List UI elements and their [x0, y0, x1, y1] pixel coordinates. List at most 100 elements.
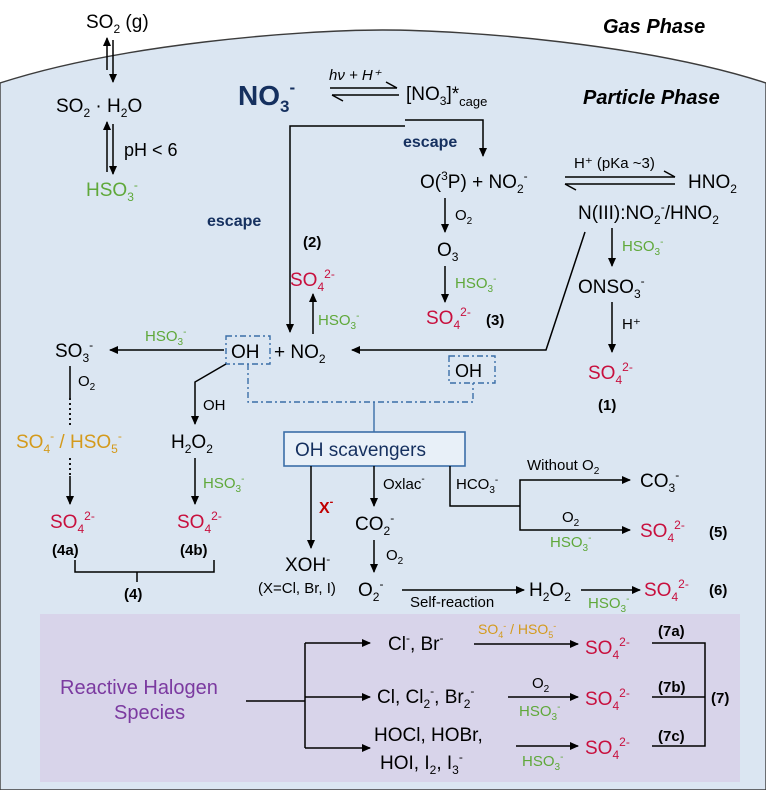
- pathway-7c: (7c): [658, 728, 685, 745]
- halogen-title-line1: Reactive Halogen: [60, 677, 218, 699]
- ozone: O3: [437, 240, 459, 264]
- halogen-title-line2: Species: [114, 702, 185, 724]
- halogen-row3-hso3-label: HSO3-: [522, 752, 563, 773]
- gas-phase-title: Gas Phase: [603, 16, 705, 38]
- escape-left-path: [286, 125, 405, 333]
- hco3-to-co3-path: [519, 476, 631, 506]
- h2o2-6-hso3-label: HSO3-: [588, 594, 629, 615]
- oh-main: OH: [231, 342, 260, 363]
- oh-oh-label: OH: [203, 397, 226, 414]
- pathway-4a: (4a): [52, 542, 79, 559]
- sulfate-6: SO42-: [644, 577, 689, 604]
- onso3: ONSO3-: [578, 274, 645, 301]
- so4rad-hso5: SO4- / HSO5-: [16, 429, 122, 456]
- bracket-7: [652, 642, 706, 747]
- o3p-o2-label: O2: [455, 207, 473, 227]
- pathway-6: (6): [709, 582, 727, 599]
- nitrate-cage: [NO3]*cage: [406, 84, 487, 109]
- oh-scavengers-label: OH scavengers: [295, 440, 426, 461]
- sulfate-7b: SO42-: [585, 686, 630, 713]
- halogen-row2-hso3-label: HSO3-: [519, 702, 560, 723]
- without-o2-label: Without O2: [527, 457, 600, 477]
- pathway-7: (7): [711, 690, 729, 707]
- halogen-row1-oxidant: SO4- / HSO5-: [478, 621, 556, 640]
- nitrate-label: NO3-: [238, 78, 295, 116]
- h2o2-4b: H2O2: [171, 432, 213, 456]
- sulfate-4b: SO42-: [177, 509, 222, 536]
- n3-to-oh-path: [351, 231, 586, 354]
- sulfate-5: SO42-: [640, 518, 685, 545]
- scav-to-hco3-path: [449, 466, 520, 507]
- pathway-4b: (4b): [180, 542, 208, 559]
- hco3-label: HCO3-: [456, 475, 498, 496]
- escape-left-label: escape: [207, 213, 261, 230]
- so2-hydrate: SO2 · H2O: [56, 96, 142, 120]
- oh-box-secondary: [448, 355, 496, 384]
- o3p-nitrite: O(3P) + NO2-: [420, 169, 528, 196]
- carbonate-radical: CO3-: [640, 468, 679, 495]
- n3-species: N(III):NO2-/HNO2: [578, 200, 719, 227]
- halogen-row3-line2: HOI, I2, I3-: [380, 750, 463, 777]
- oh-scavenger-connector: [247, 364, 474, 403]
- hco3-to-so4-path: [519, 506, 631, 534]
- o3-hso3-label: HSO3-: [455, 274, 496, 295]
- pka-label: H⁺ (pKa ~3): [574, 155, 655, 172]
- sulfate-2: SO42-: [290, 267, 335, 294]
- self-reaction-label: Self-reaction: [410, 594, 494, 611]
- sulfite-radical: SO3-: [55, 338, 93, 365]
- oh-hso3-label-4: HSO3-: [145, 327, 186, 348]
- xoh: XOH-: [285, 552, 330, 576]
- halogen-row3-line1: HOCl, HOBr,: [374, 725, 483, 746]
- pathway-7a: (7a): [658, 623, 685, 640]
- xoh-note: (X=Cl, Br, I): [258, 580, 336, 597]
- x-minus-label: X-: [319, 496, 334, 517]
- pathway-7b: (7b): [658, 679, 686, 696]
- sulfate-3: SO42-: [426, 305, 471, 332]
- halogen-row2-o2-label: O2: [532, 675, 550, 695]
- co2-o2-label: O2: [386, 547, 404, 567]
- pathway-2: (2): [303, 234, 321, 251]
- photolysis-condition: hν + H⁺: [329, 67, 382, 84]
- so3-o2-label: O2: [78, 373, 96, 393]
- halogen-panel: [40, 614, 740, 782]
- hco3-o2-label: O2: [562, 509, 580, 529]
- halogen-row2-species: Cl, Cl2-, Br2-: [377, 684, 474, 711]
- pathway-5: (5): [709, 524, 727, 541]
- oh-secondary: OH: [455, 361, 482, 381]
- ph-condition: pH < 6: [124, 140, 178, 160]
- pka-reverse-head: [564, 183, 577, 191]
- particle-phase-title: Particle Phase: [583, 87, 720, 109]
- n3-hso3-label: HSO3-: [622, 237, 663, 258]
- sulfate-4a: SO42-: [50, 509, 95, 536]
- bisulfite: HSO3-: [86, 178, 138, 204]
- co2-radical: CO2-: [355, 511, 394, 538]
- particle-phase-region: [0, 29, 766, 790]
- oh-to-h2o2-path: [191, 363, 227, 425]
- bracket-4: [74, 560, 215, 573]
- sulfate-7c: SO42-: [585, 735, 630, 762]
- h2o2-hso3-label: HSO3-: [203, 474, 244, 495]
- onso3-hplus-label: H⁺: [622, 316, 641, 333]
- escape-right-path: [405, 119, 487, 157]
- photolysis-reverse-head: [331, 94, 344, 102]
- escape-right-label: escape: [403, 134, 457, 151]
- oxlac-label: Oxlac-: [383, 474, 425, 493]
- h2o2-6: H2O2: [529, 580, 571, 604]
- halogen-row1-species: Cl-, Br-: [388, 631, 444, 655]
- oh-hso3-label-2: HSO3-: [318, 311, 359, 332]
- hno2: HNO2: [688, 172, 737, 196]
- superoxide: O2-: [358, 577, 383, 604]
- pathway-3: (3): [486, 312, 504, 329]
- pathway-1: (1): [598, 397, 616, 414]
- sulfate-1: SO42-: [588, 360, 633, 387]
- no2-product: + NO2: [274, 342, 326, 366]
- pathway-4: (4): [124, 586, 142, 603]
- pka-forward-head: [663, 170, 676, 178]
- oh-scavengers-box: [283, 431, 466, 467]
- sulfate-7a: SO42-: [585, 635, 630, 662]
- photolysis-forward-head: [385, 81, 398, 89]
- so2-gas: SO2 (g): [86, 12, 149, 36]
- hco3-hso3-label: HSO3-: [550, 533, 591, 554]
